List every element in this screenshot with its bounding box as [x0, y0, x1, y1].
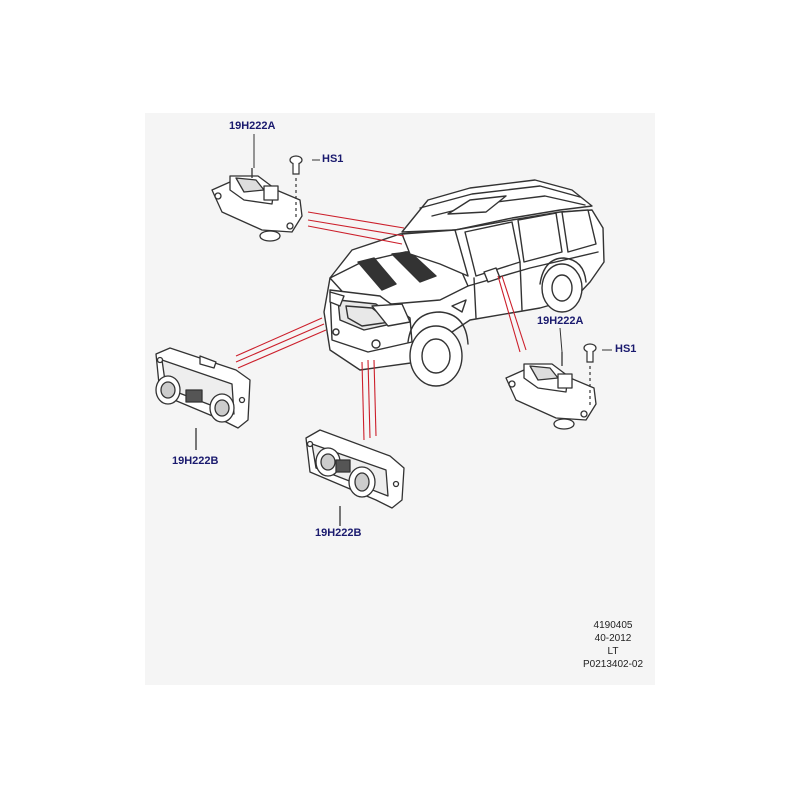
info-line-4: P0213402-02	[582, 659, 644, 670]
info-block: 4190405 40-2012 LT P0213402-02	[568, 619, 658, 671]
label-screw-top: HS1	[322, 153, 344, 165]
info-line-2: 40-2012	[594, 633, 632, 644]
info-line-3: LT	[607, 646, 619, 657]
vehicle-illustration	[323, 179, 605, 387]
label-ticks	[253, 134, 612, 353]
leader-lines	[235, 211, 527, 441]
screw-top	[289, 155, 303, 218]
sensor-unit-center	[305, 429, 405, 526]
label-sensor-b-center: 19H222B	[315, 527, 362, 539]
info-line-1: 4190405	[593, 620, 633, 631]
label-screw-right: HS1	[615, 343, 637, 355]
screw-right	[583, 343, 597, 408]
label-module-a-right: 19H222A	[537, 315, 584, 327]
sensor-unit-left	[155, 347, 251, 450]
label-module-a-top: 19H222A	[229, 120, 276, 132]
label-sensor-b-left: 19H222B	[172, 455, 219, 467]
parking-module-top	[211, 168, 303, 242]
parking-module-right	[505, 352, 597, 430]
